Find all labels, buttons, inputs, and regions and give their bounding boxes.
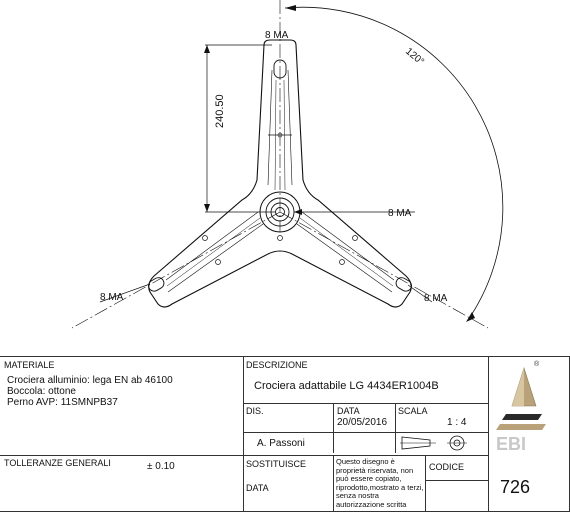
boss-left-b <box>215 259 221 265</box>
tb-col-divider-logo <box>488 356 489 512</box>
leader-left <box>99 283 151 303</box>
tb-codice-divider <box>425 480 488 481</box>
spider-body <box>148 39 412 308</box>
scala-value: 1 : 4 <box>447 417 467 428</box>
dim-arrow-up <box>204 45 210 53</box>
boss-right-a <box>352 235 358 241</box>
tb-data-divider <box>333 403 334 453</box>
materiale-line-1: Crociera alluminio: lega EN ab 46100 <box>7 375 173 386</box>
left-slot-hole <box>148 277 165 292</box>
boss-bottom <box>277 235 283 241</box>
codice-value: 726 <box>500 477 531 497</box>
hub-hole <box>275 207 285 217</box>
materiale-line-2: Boccola: ottone <box>7 386 76 397</box>
angle-arc <box>284 6 504 321</box>
descrizione-value: Crociera adattabile LG 4434ER1004B <box>254 380 439 392</box>
tolleranze-value: ± 0.10 <box>147 461 175 472</box>
centerline-right <box>279 211 489 329</box>
angle-arrow-bottom <box>466 312 475 322</box>
angle-arrow-top <box>285 5 296 11</box>
centerline-left <box>71 211 281 329</box>
ebi-logo: EBI ® <box>496 360 546 454</box>
descrizione-label: DESCRIZIONE <box>246 360 308 370</box>
tb-dis-divider <box>243 432 488 433</box>
hub-inner <box>270 202 290 222</box>
tb-desc-divider <box>243 403 488 404</box>
boss-right-b <box>339 259 345 265</box>
rib-left-2 <box>167 223 264 293</box>
arm-length-label: 240.50 <box>214 94 226 128</box>
boss-top-center <box>277 132 283 138</box>
sostituisce-label: SOSTITUISCE <box>246 459 307 469</box>
top-hole-label: 8 MA <box>265 30 289 41</box>
rib-top-left <box>267 69 273 186</box>
right-hole-label: 8 MA <box>424 293 448 304</box>
boss-left-a <box>202 235 208 241</box>
copyright-note: Questo disegno è proprietà riservata, no… <box>336 457 424 509</box>
angle-label: 120° <box>403 46 426 68</box>
tb-scala-divider <box>395 403 396 453</box>
leader-right <box>407 284 433 303</box>
tolleranze-label: TOLLERANZE GENERALI <box>4 458 111 468</box>
data-label: DATA <box>337 406 360 416</box>
data2-label: DATA <box>246 483 269 493</box>
scala-label: SCALA <box>398 406 428 416</box>
left-hole-label: 8 MA <box>100 292 124 303</box>
tb-top-border <box>0 356 570 357</box>
dim-arrow-down <box>204 204 210 212</box>
rib-left-3 <box>166 217 261 287</box>
svg-text:®: ® <box>534 360 540 368</box>
materiale-label: MATERIALE <box>4 360 55 370</box>
tb-note-divider-l <box>333 455 334 511</box>
rib-right-3 <box>299 217 394 287</box>
title-block: MATERIALE Crociera alluminio: lega EN ab… <box>0 356 570 512</box>
rib-right-2 <box>296 223 393 293</box>
tb-note-divider-r <box>425 455 426 511</box>
dis-label: DIS. <box>246 406 264 416</box>
rib-right-1 <box>301 211 395 281</box>
top-slot-hole <box>273 59 287 79</box>
technical-drawing: 120° 240.50 8 MA 8 MA 8 MA 8 <box>71 0 504 329</box>
dis-value: A. Passoni <box>257 438 305 449</box>
rib-left-1 <box>165 211 259 281</box>
center-hole-label: 8 MA <box>388 208 412 219</box>
rib-top-right <box>287 69 293 186</box>
tb-col-divider-1 <box>243 356 244 512</box>
data-value: 20/05/2016 <box>337 417 388 428</box>
materiale-line-3: Perno AVP: 11SMNPB37 <box>7 397 118 408</box>
projection-symbol-icon <box>400 435 467 451</box>
leader-center-arrow <box>294 209 302 215</box>
codice-label: CODICE <box>429 462 465 472</box>
right-slot-hole <box>395 277 412 292</box>
svg-text:EBI: EBI <box>496 434 526 454</box>
tb-row-divider <box>0 455 488 456</box>
